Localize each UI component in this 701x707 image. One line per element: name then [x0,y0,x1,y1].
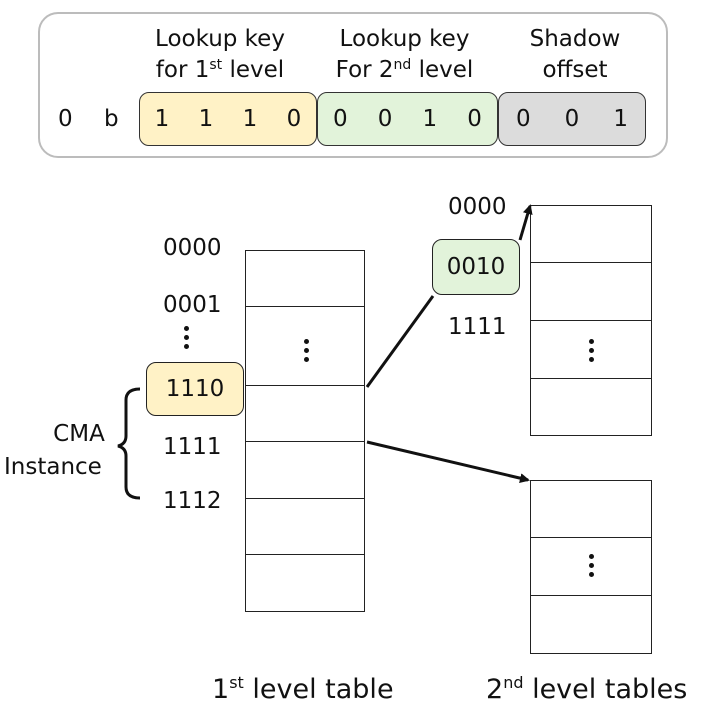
table-row [245,497,365,556]
bit: 1 [198,106,214,132]
second-level-table-bottom [530,480,652,654]
header-line: Shadow [529,26,621,52]
prefix-zero: 0 [58,106,73,132]
header-first-level-key: Lookup key for 1st level [140,24,300,86]
header-line: Lookup key [155,26,285,52]
bit: 1 [242,106,258,132]
table-row [530,537,652,597]
vertical-ellipsis-icon [589,554,595,581]
bit: 0 [467,106,482,132]
bit: 0 [377,106,393,132]
cma-instance-line: CMA [53,421,105,447]
shadow-offset-bits: 0 0 1 [498,92,646,146]
header-line: Lookup key [339,26,470,52]
row-label: 0000 [448,194,507,220]
vertical-ellipsis-icon [184,326,190,353]
vertical-ellipsis-icon [589,338,595,366]
cma-instance-line: Instance [4,454,102,480]
arrow-to-second-table-bottom [366,440,530,484]
header-shadow-offset: Shadow offset [500,24,650,86]
table-row [530,377,652,437]
bit: 1 [154,106,170,132]
table-row [245,554,365,613]
bit: 1 [422,106,438,132]
second-level-key-bits: 0 0 1 0 [317,92,498,146]
cma-instance-bracket [117,387,141,500]
cma-instance-label: Instance [4,451,102,484]
bit: 0 [516,106,531,132]
first-level-caption: 1st level table [212,673,394,705]
table-row [530,319,652,379]
second-level-table-top [530,205,652,437]
row-label: 1111 [448,314,507,340]
header-second-level-key: Lookup key For 2nd level [317,24,492,86]
table-row [245,306,365,387]
table-row [245,250,365,308]
row-label: 0000 [163,235,222,261]
header-line: for 1st level [155,57,285,83]
header-line: For 2nd level [335,57,474,83]
header-line: offset [542,57,608,83]
cma-instance-label: CMA [36,418,122,451]
bit: 0 [333,106,348,132]
row-label: 0001 [163,292,222,318]
arrow-to-callout [365,295,435,388]
vertical-ellipsis-icon [304,339,310,366]
table-row [530,205,652,264]
prefix-b: b [104,106,119,132]
first-level-key-callout: 1110 [146,362,244,416]
bit: 0 [564,106,580,132]
bit: 0 [286,106,302,132]
bit: 1 [613,106,628,132]
row-label: 1112 [163,488,222,514]
second-level-caption: 2nd level tables [486,673,688,705]
table-row [530,480,652,539]
address-layout-panel [38,12,668,158]
table-row [245,441,365,500]
second-level-key-callout: 0010 [432,239,520,295]
first-level-key-bits: 1 1 1 0 [139,92,317,146]
first-level-table [245,250,365,613]
row-label: 1111 [163,434,222,460]
arrow-to-second-table-top [518,204,533,241]
